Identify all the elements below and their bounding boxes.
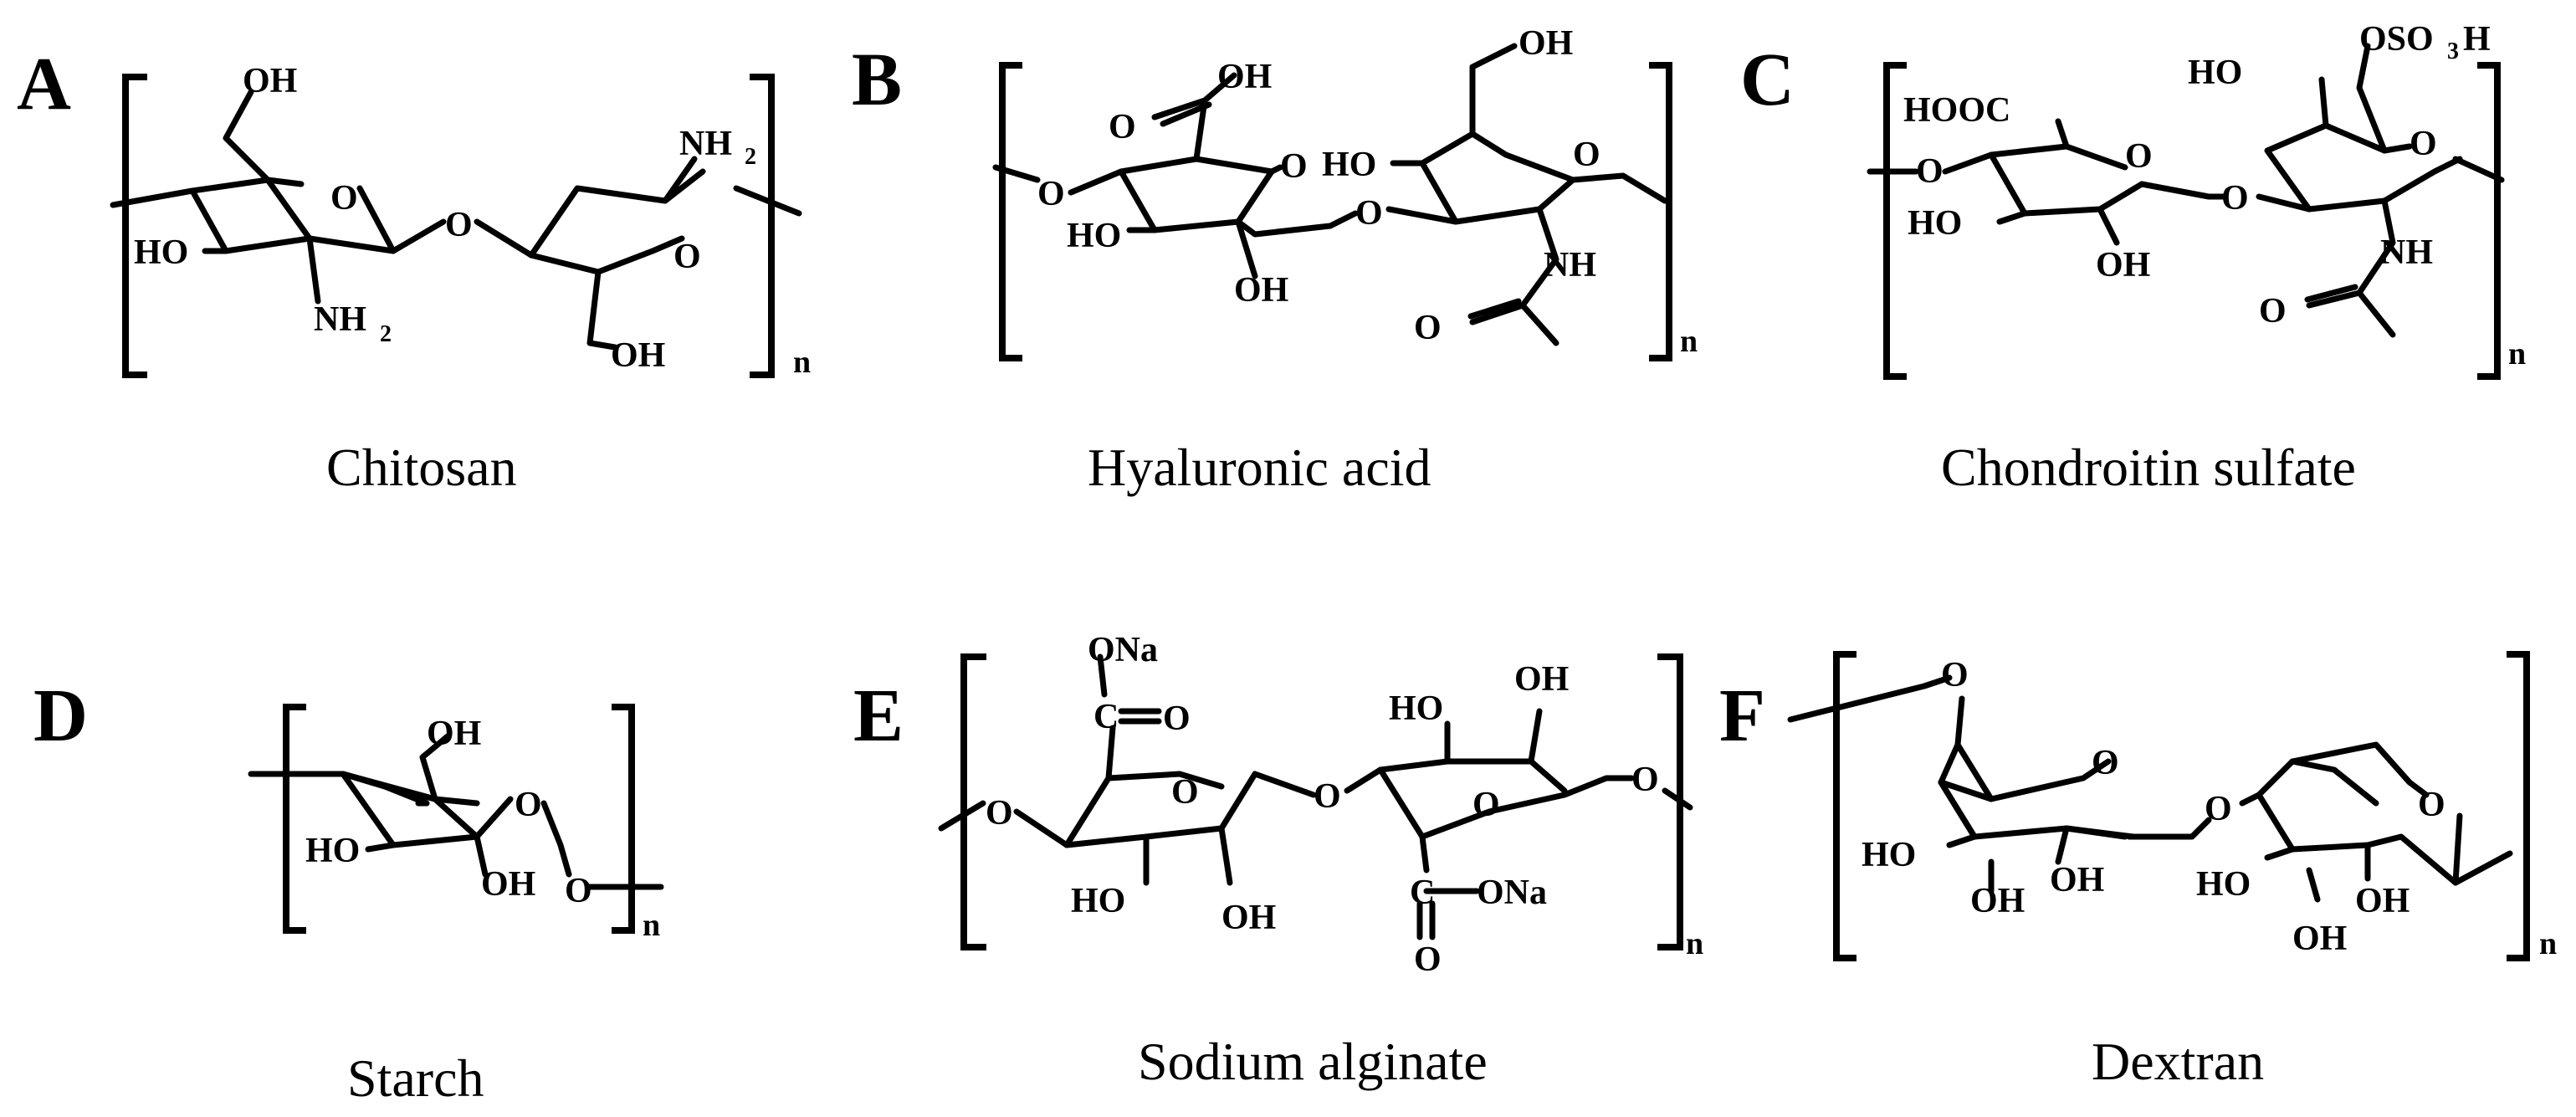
- subscript-2: 2: [380, 321, 392, 347]
- glycosidic-oxygen: O: [565, 872, 592, 910]
- glycosidic-oxygen: O: [1355, 194, 1383, 233]
- left-bracket: [122, 74, 147, 378]
- ring-oxygen: O: [1171, 773, 1199, 812]
- panel-hyaluronic-acid: B O OH O O HO OH O HO OH O NH O n: [852, 24, 1698, 497]
- glycosidic-oxygen: O: [1037, 175, 1065, 213]
- glycosidic-oxygen: O: [445, 206, 473, 244]
- hydroxyl-label: OH: [1514, 660, 1569, 699]
- panel-starch: D O OH HO OH O n Starch: [33, 674, 664, 1108]
- caption-chitosan: Chitosan: [326, 438, 517, 497]
- hydroxyl-label: OH: [2292, 920, 2347, 958]
- amide-nh-label: NH: [2380, 233, 2433, 272]
- caption-hyaluronic-acid: Hyaluronic acid: [1088, 438, 1431, 497]
- ring-oxygen: O: [1472, 786, 1500, 824]
- hydroxyl-label: OH: [1234, 271, 1288, 310]
- panel-letter-c: C: [1740, 38, 1795, 121]
- panel-letter-b: B: [852, 38, 902, 121]
- hydroxyl-label: OH: [2050, 861, 2104, 899]
- glycosidic-oxygen: O: [986, 794, 1013, 833]
- sodium-carboxylate-label: ONa: [1088, 631, 1158, 669]
- sulfate-h-label: H: [2463, 20, 2491, 59]
- hydroxyl-label: HO: [1322, 146, 1376, 184]
- ring-oxygen: O: [1573, 136, 1600, 174]
- ring-oxygen: O: [673, 238, 701, 276]
- panel-dextran: F O O HO OH OH O O HO OH OH n Dextran: [1719, 651, 2557, 1091]
- repeat-n: n: [2539, 926, 2557, 961]
- carboxyl-label: HOOC: [1903, 91, 2010, 130]
- sodium-alginate-structure: O ONa C O O HO OH O HO OH O C ONa O O n: [938, 631, 1703, 979]
- hydroxyl-label: HO: [1908, 204, 1962, 243]
- hydroxyl-label: HO: [1067, 217, 1121, 255]
- panel-sodium-alginate: E O ONa C O O HO OH O HO OH O C ONa: [853, 631, 1703, 1091]
- subscript-2: 2: [745, 144, 756, 170]
- hydroxyl-label: OH: [1217, 58, 1272, 96]
- hydroxyl-label: OH: [1970, 882, 2025, 920]
- ring-oxygen: O: [2092, 744, 2119, 782]
- glycosidic-oxygen: O: [2221, 179, 2249, 218]
- starch-structure: O OH HO OH O n: [248, 704, 664, 943]
- hydroxyl-label: OH: [481, 865, 535, 904]
- panel-chitosan: A O OH HO NH 2 O O NH 2 OH: [17, 43, 811, 497]
- ring-oxygen: O: [2418, 786, 2445, 824]
- chitosan-structure: O OH HO NH 2 O O NH 2 OH n: [110, 62, 811, 380]
- hydroxyl-label: OH: [1518, 24, 1573, 63]
- ring-oxygen: O: [1280, 147, 1308, 186]
- amine-label: NH: [314, 300, 366, 339]
- hydroxyl-label: HO: [1389, 689, 1443, 728]
- hydroxyl-label: OH: [611, 336, 665, 375]
- carbonyl-oxygen: O: [1414, 309, 1442, 347]
- sulfate-label: OSO: [2359, 20, 2434, 59]
- panel-chondroitin-sulfate: C O HOOC O HO OH O HO OSO 3 H O NH O n: [1740, 20, 2526, 497]
- repeat-n: n: [1680, 324, 1698, 359]
- glycosidic-oxygen: O: [1916, 152, 1944, 191]
- caption-dextran: Dextran: [2092, 1032, 2264, 1091]
- repeat-n: n: [793, 345, 811, 380]
- repeat-n: n: [2508, 336, 2526, 371]
- ring-oxygen: O: [330, 179, 358, 218]
- panel-letter-a: A: [17, 43, 71, 126]
- hydroxyl-label: HO: [134, 233, 188, 272]
- caption-chondroitin-sulfate: Chondroitin sulfate: [1941, 438, 2356, 497]
- hydroxyl-label: OH: [2355, 882, 2410, 920]
- panel-letter-e: E: [853, 674, 904, 757]
- dextran-structure: O O HO OH OH O O HO OH OH n: [1787, 651, 2557, 961]
- carbonyl-oxygen: O: [1109, 108, 1136, 146]
- hydroxyl-label: HO: [305, 832, 360, 870]
- ring-oxygen: O: [2410, 125, 2437, 163]
- hydroxyl-label: OH: [2096, 246, 2150, 284]
- hydroxyl-label: OH: [427, 715, 481, 753]
- right-bracket: [750, 74, 775, 378]
- hydroxyl-label: OH: [1221, 899, 1276, 937]
- glycosidic-oxygen: O: [2205, 790, 2232, 828]
- sodium-carboxylate-label: ONa: [1477, 874, 1547, 912]
- ring-oxygen: O: [2125, 137, 2153, 176]
- repeat-n: n: [643, 908, 660, 943]
- hydroxyl-label: HO: [2188, 54, 2242, 92]
- amine-label: NH: [679, 125, 732, 163]
- glycosidic-oxygen: O: [1941, 656, 1969, 694]
- hydroxyl-label: HO: [1862, 836, 1916, 874]
- chondroitin-sulfate-structure: O HOOC O HO OH O HO OSO 3 H O NH O n: [1867, 20, 2526, 380]
- hydroxyl-label: HO: [2196, 865, 2251, 904]
- hyaluronic-acid-structure: O OH O O HO OH O HO OH O NH O n: [992, 24, 1698, 361]
- carbonyl-oxygen: O: [1414, 940, 1442, 979]
- ring-oxygen: O: [515, 786, 542, 824]
- repeat-n: n: [1686, 926, 1703, 961]
- hydroxyl-label: HO: [1071, 882, 1125, 920]
- carbon-label: C: [1093, 698, 1119, 736]
- glycosidic-oxygen: O: [1314, 777, 1341, 816]
- carbon-label: C: [1410, 874, 1435, 912]
- glycosidic-oxygen: O: [1631, 761, 1659, 799]
- amide-nh-label: NH: [1544, 246, 1596, 284]
- panel-letter-f: F: [1719, 674, 1765, 757]
- caption-sodium-alginate: Sodium alginate: [1138, 1032, 1488, 1091]
- carbonyl-oxygen: O: [1163, 699, 1191, 738]
- caption-starch: Starch: [347, 1048, 484, 1108]
- subscript-3: 3: [2447, 38, 2459, 64]
- panel-letter-d: D: [33, 674, 88, 757]
- carbonyl-oxygen: O: [2259, 292, 2287, 330]
- hydroxyl-label: OH: [243, 62, 297, 100]
